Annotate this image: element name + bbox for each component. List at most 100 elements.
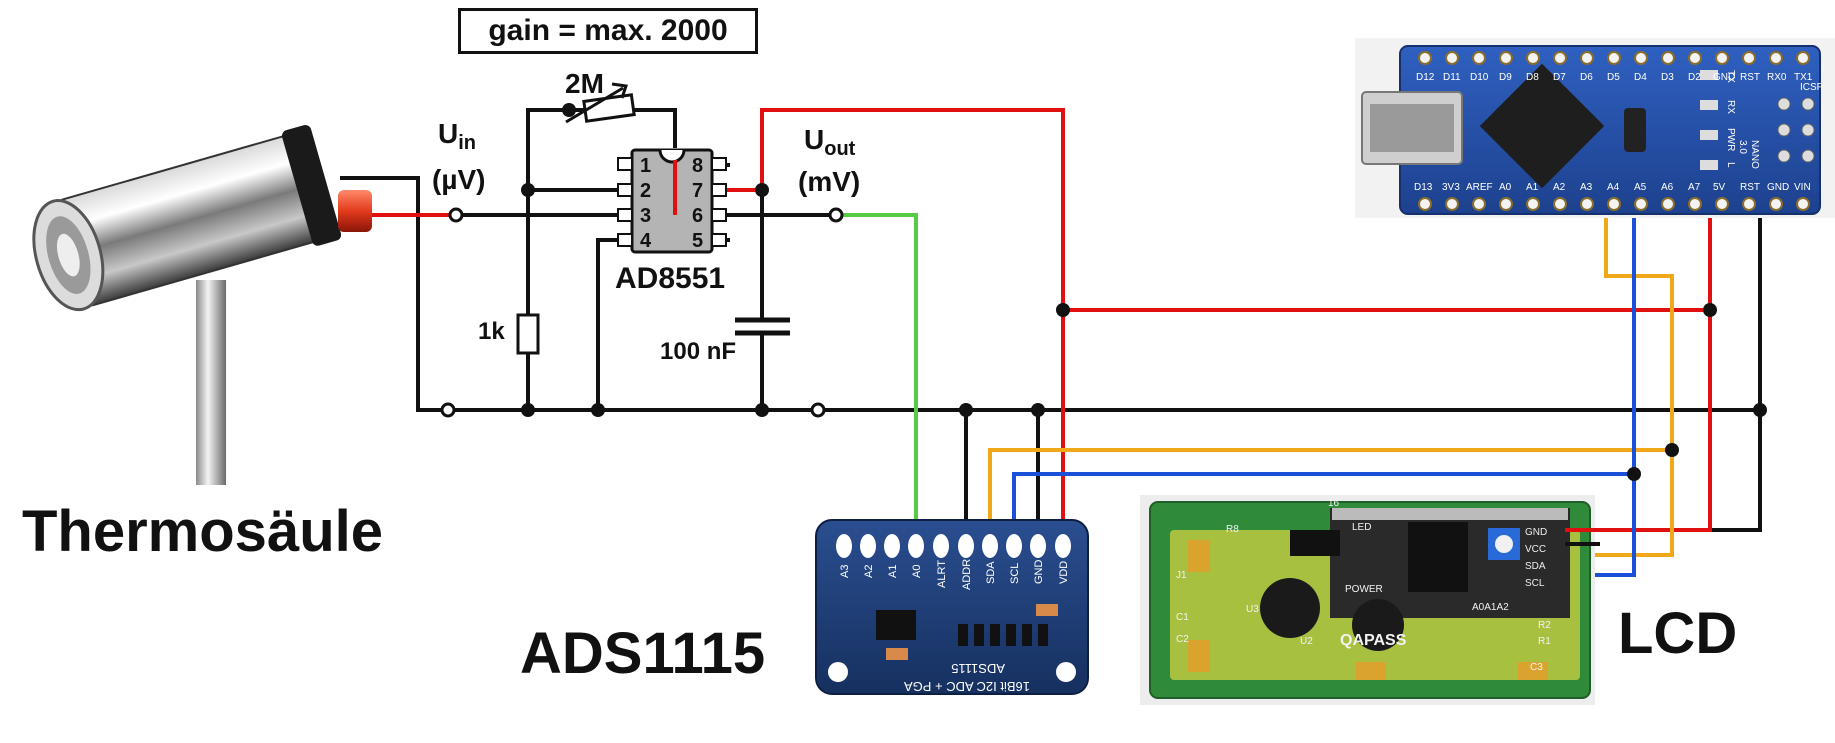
ard-label-tx: TX [1725, 70, 1736, 83]
adc-pin-sda: SDA [985, 561, 997, 584]
opamp-pin-6: 6 [692, 205, 703, 227]
arduino-top-header [1418, 51, 1810, 65]
ard-top-d9: D9 [1499, 72, 1512, 83]
ard-bot-vin: VIN [1794, 182, 1811, 193]
lcd-header-pins [1332, 508, 1568, 520]
sensor-body [32, 124, 342, 312]
scl-wire [1012, 200, 1636, 538]
ads1115-board: A3 A2 A1 A0 ALRT ADDR SDA SCL GND VDD AD… [815, 519, 1089, 695]
potentiometer-symbol [565, 82, 636, 124]
ard-top-d7: D7 [1553, 72, 1566, 83]
ard-bot-a7: A7 [1688, 182, 1701, 193]
adc-pin-addr: ADDR [961, 559, 973, 590]
opamp-pin-5: 5 [692, 230, 703, 252]
lcd-pin-vcc: VCC [1525, 544, 1546, 555]
gain-label-box: gain = max. 2000 [458, 8, 758, 54]
ard-bot-3v3: 3V3 [1442, 182, 1460, 193]
ard-top-d3: D3 [1661, 72, 1674, 83]
mcu-chip [1479, 63, 1605, 189]
adc-pin-scl: SCL [1009, 563, 1021, 584]
opamp-pin-3: 3 [640, 205, 651, 227]
arduino-bottom-header [1418, 197, 1810, 211]
ard-label-l: L [1725, 162, 1736, 168]
uout-unit-label: (mV) [798, 166, 861, 197]
ard-top-rx0: RX0 [1767, 72, 1787, 83]
sensor-stand [196, 280, 226, 485]
ard-bot-a0: A0 [1499, 182, 1512, 193]
adc-board-name: ADS1115 [951, 661, 1005, 676]
lcd-label-c2: C2 [1176, 634, 1189, 645]
resistor-label: 1k [478, 318, 505, 345]
adc-pin-a1: A1 [887, 565, 899, 578]
ard-bot-a2: A2 [1553, 182, 1566, 193]
sda-wire [988, 200, 1674, 538]
lcd-label-c3: C3 [1530, 662, 1543, 673]
uout-sub: out [824, 138, 856, 160]
ard-top-d5: D5 [1607, 72, 1620, 83]
ard-bot-a4: A4 [1607, 182, 1620, 193]
resistor-symbol [516, 313, 540, 355]
lcd-module: GND VCC SDA SCL QAPASS LED POWER A0A1A2 … [1140, 495, 1600, 705]
lcd-label-power: POWER [1345, 584, 1383, 595]
ard-bot-a5: A5 [1634, 182, 1647, 193]
arduino-nano-board: D12 D11 D10 D9 D8 D7 D6 D5 D4 D3 D2 GND … [1355, 38, 1835, 218]
opamp-pin-4: 4 [640, 230, 652, 252]
uout-label: Uout [804, 124, 855, 161]
adc-pin-vdd: VDD [1058, 561, 1070, 584]
ard-bot-d13: D13 [1414, 182, 1433, 193]
analog-signal-wire [838, 213, 918, 538]
opamp-pin-1: 1 [640, 155, 651, 177]
lcd-pin-gnd: GND [1525, 527, 1547, 538]
ard-top-d8: D8 [1526, 72, 1539, 83]
ard-bot-a3: A3 [1580, 182, 1593, 193]
adc-pin-a2: A2 [863, 565, 875, 578]
ard-label-pwr: PWR [1725, 128, 1736, 151]
lcd-label-u2: U2 [1300, 636, 1313, 647]
uout-main: U [804, 124, 825, 155]
lcd-label-address: A0A1A2 [1472, 602, 1509, 613]
lcd-label-16: 16 [1328, 498, 1340, 509]
adc-pin-a3: A3 [839, 565, 851, 578]
adc-chip [876, 610, 916, 640]
ard-top-d2: D2 [1688, 72, 1701, 83]
opamp-pin-7: 7 [692, 180, 703, 202]
thermopile-sensor [32, 124, 372, 485]
terminal-circles [440, 207, 844, 418]
adc-label: ADS1115 [520, 621, 766, 686]
lcd-label-c1: C1 [1176, 612, 1189, 623]
uin-sub: in [458, 132, 477, 154]
adc-pin-gnd: GND [1033, 560, 1045, 585]
ard-bot-rst: RST [1740, 182, 1760, 193]
lcd-brand: QAPASS [1340, 632, 1407, 649]
ard-bot-a1: A1 [1526, 182, 1539, 193]
lcd-label-r2: R2 [1538, 620, 1551, 631]
opamp-chip: 1 2 3 4 8 7 6 5 [617, 148, 727, 254]
lcd-label-j1: J1 [1176, 570, 1187, 581]
lcd-pin-scl: SCL [1525, 578, 1545, 589]
lcd-label-r1: R1 [1538, 636, 1551, 647]
ard-label-rx: RX [1725, 100, 1736, 114]
ard-top-gnd: GND [1713, 72, 1735, 83]
lcd-label-led: LED [1352, 522, 1371, 533]
sda-wire-lcd [1565, 450, 1674, 557]
ard-bot-gnd: GND [1767, 182, 1789, 193]
uin-label: Uin [438, 118, 476, 155]
gain-label: gain = max. 2000 [488, 14, 728, 47]
lcd-label-r8: R8 [1226, 524, 1239, 535]
ard-bot-a6: A6 [1661, 182, 1674, 193]
adc-pin-pads [836, 534, 1071, 558]
led-jumper [1290, 530, 1340, 556]
adc-board-desc: 16Bit I2C ADC + PGA [904, 679, 1030, 694]
ard-bot-aref: AREF [1466, 182, 1493, 193]
ard-top-tx1: TX1 [1794, 72, 1813, 83]
lcd-pin-sda: SDA [1525, 561, 1546, 572]
ard-top-d6: D6 [1580, 72, 1593, 83]
ard-label-icsp: ICSP [1800, 82, 1824, 93]
uin-main: U [438, 118, 459, 149]
junction-dots [521, 103, 1767, 481]
lcd-label: LCD [1618, 601, 1738, 666]
potentiometer-label: 2M [565, 68, 604, 99]
ard-top-d12: D12 [1416, 72, 1435, 83]
ard-bot-5v: 5V [1713, 182, 1726, 193]
i2c-chip [1408, 522, 1468, 592]
